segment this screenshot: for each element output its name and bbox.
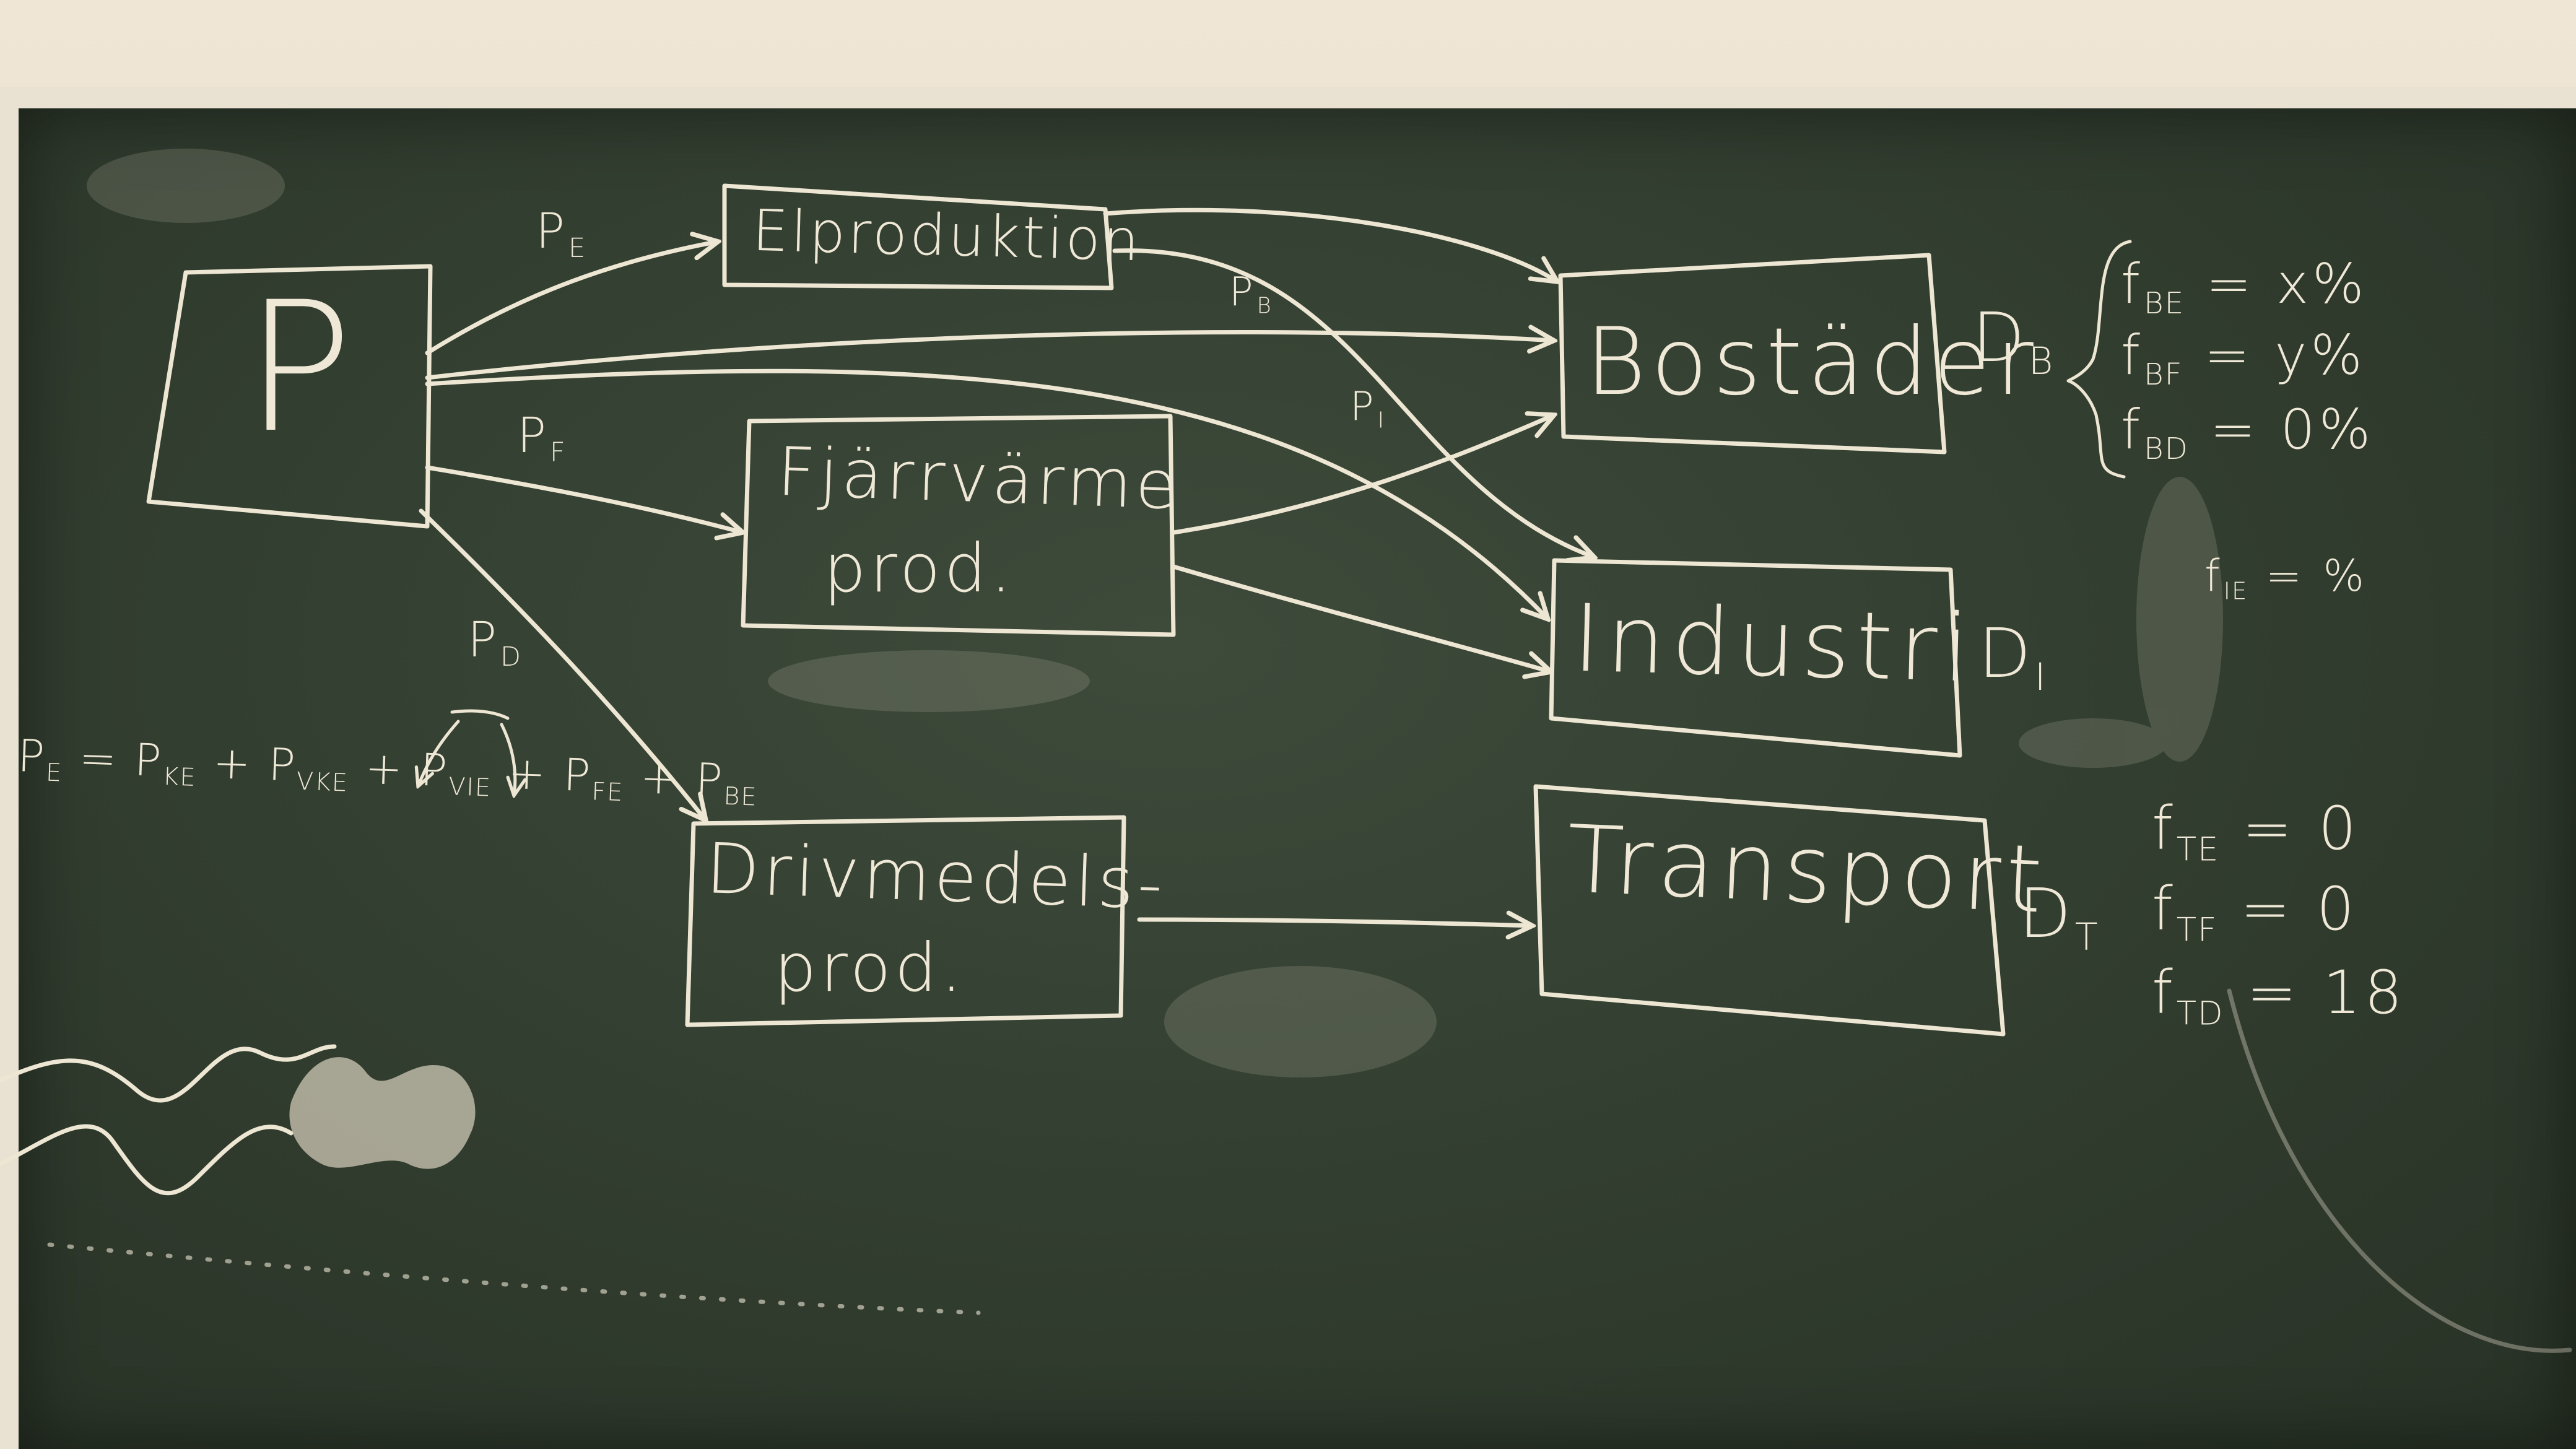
- fjarrvarme-label-line1: Fjärrvärme: [776, 433, 1182, 525]
- arrow-el-industri: [1112, 248, 1595, 557]
- box-p-label: P: [245, 264, 353, 472]
- fraction-fbe: fBE = x%: [2121, 252, 2368, 321]
- flow-label-pd: PD: [468, 612, 523, 672]
- fraction-fbd: fBD = 0%: [2121, 398, 2375, 466]
- arrow-p-drivmedel: [419, 508, 706, 820]
- chalk-smudges: [87, 149, 2223, 1077]
- flow-label-pf: PF: [517, 408, 567, 468]
- drivmedel-label-line1: Drivmedels-: [704, 829, 1168, 925]
- arrow-p-bostader-direct: [425, 333, 1554, 380]
- box-transport: [1533, 784, 2006, 1037]
- box-drivmedel: [685, 815, 1126, 1027]
- demand-label-dt: DT: [2019, 874, 2099, 960]
- box-p: [146, 264, 433, 529]
- fraction-fie: fIE = %: [2204, 550, 2369, 606]
- flow-arrows: [419, 207, 1595, 926]
- fraction-ftd: fTD = 18: [2152, 958, 2406, 1033]
- chalk-ledge-dust: [47, 1242, 981, 1315]
- demand-label-di: DI: [1978, 614, 2047, 700]
- box-bostader: [1558, 253, 1947, 455]
- flow-label-pi: PI: [1350, 384, 1385, 433]
- arrow-p-industri: [425, 368, 1548, 619]
- brace: [2066, 240, 2132, 479]
- arrow-fjarr-bostader: [1171, 415, 1554, 535]
- arrow-p-fjarrvarme: [425, 465, 743, 533]
- arrow-fjarr-industri: [1171, 564, 1551, 672]
- arrow-p-elproduktion: [425, 242, 718, 355]
- demand-label-db: DB: [1972, 298, 2055, 384]
- arrow-drivmedel-transport: [1137, 920, 1533, 926]
- wave-doodle: [0, 1044, 476, 1196]
- fraction-ftf: fTF = 0: [2152, 874, 2358, 949]
- drivmedel-label-line2: prod.: [774, 929, 966, 1007]
- box-fjarrvarme: [741, 414, 1176, 637]
- flow-label-pb: PB: [1229, 269, 1273, 319]
- pd-branch-arrows: [418, 709, 515, 796]
- fjarrvarme-label-line2: prod.: [824, 530, 1016, 607]
- industri-label: Industri: [1571, 585, 1977, 703]
- faint-arc: [2227, 988, 2572, 1353]
- elproduktion-label: Elproduktion: [751, 197, 1142, 274]
- fraction-fbf: fBF = y%: [2121, 323, 2366, 392]
- fraction-fte: fTE = 0: [2152, 794, 2360, 869]
- box-elproduktion: [722, 183, 1114, 290]
- bostader-label: Bostäder: [1585, 308, 2039, 416]
- arrow-el-bostader: [1103, 207, 1557, 282]
- flow-label-pe: PE: [536, 204, 587, 264]
- transport-label: Transport: [1564, 806, 2050, 934]
